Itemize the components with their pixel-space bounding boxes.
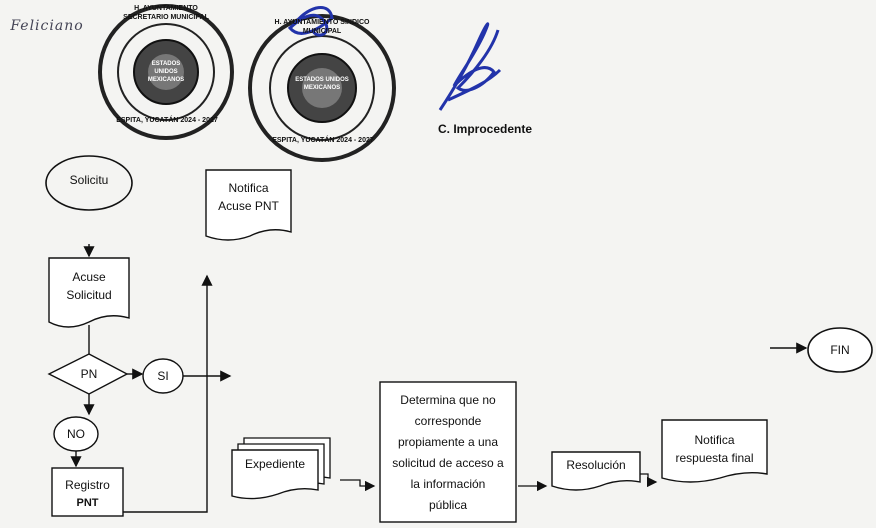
determination-box xyxy=(379,381,517,523)
seal-right-top-text: H. AYUNTAMIENTO SINDICO MUNICIPAL xyxy=(274,19,370,35)
start-terminator xyxy=(45,155,133,211)
file-stack xyxy=(231,437,331,500)
file-label: Expediente xyxy=(244,457,306,471)
signature-right-seal xyxy=(287,6,334,37)
decision-label: PN xyxy=(80,367,98,381)
seal-left xyxy=(98,4,234,140)
ack-request-line-1: Acuse xyxy=(72,270,106,284)
end-terminator xyxy=(807,327,873,373)
determination-line-2: corresponde xyxy=(414,414,482,428)
no-label: NO xyxy=(67,427,85,441)
caption-improcedente: C. Improcedente xyxy=(438,122,533,136)
determination-line-5: la información xyxy=(410,477,486,491)
notify-final-line-1: Notifica xyxy=(694,433,735,447)
register-line-2: PNT xyxy=(76,497,99,509)
seal-right xyxy=(248,14,396,162)
yes-label: SI xyxy=(157,369,169,383)
handwritten-name: Feliciano xyxy=(10,18,84,34)
ack-request-line-2: Solicitud xyxy=(66,288,112,302)
signature-main xyxy=(438,22,502,111)
resolution-label: Resolución xyxy=(566,458,626,472)
seal-right-side-text: ESPITA, YUCATÁN 2024 - 2027 xyxy=(272,137,374,144)
notify-ack-line-2: Acuse PNT xyxy=(218,199,279,213)
determination-line-6: pública xyxy=(428,498,468,512)
seal-right-emblem-text: ESTADOS UNIDOS MEXICANOS xyxy=(295,77,349,91)
determination-line-3: propiamente a una xyxy=(397,435,499,449)
resolution-document xyxy=(551,451,641,491)
ack-request-document xyxy=(48,257,130,328)
determination-line-1: Determina que no xyxy=(400,393,496,407)
start-label: Solicitu xyxy=(69,173,109,187)
register-line-1: Registro xyxy=(65,478,110,492)
seal-left-emblem-text: ESTADOS UNIDOS MEXICANOS xyxy=(147,61,185,83)
end-label: FIN xyxy=(830,343,850,357)
seal-left-top-text: H. AYUNTAMIENTO SECRETARIO MUNICIPAL xyxy=(123,5,209,21)
notify-ack-line-1: Notifica xyxy=(228,181,269,195)
register-box xyxy=(51,467,124,517)
seal-left-side-text: ESPITA, YUCATÁN 2024 - 2027 xyxy=(116,117,218,124)
notify-final-document xyxy=(661,419,768,483)
notify-final-line-2: respuesta final xyxy=(675,451,754,465)
notify-ack-document xyxy=(205,169,292,241)
determination-line-4: solicitud de acceso a xyxy=(392,456,504,470)
